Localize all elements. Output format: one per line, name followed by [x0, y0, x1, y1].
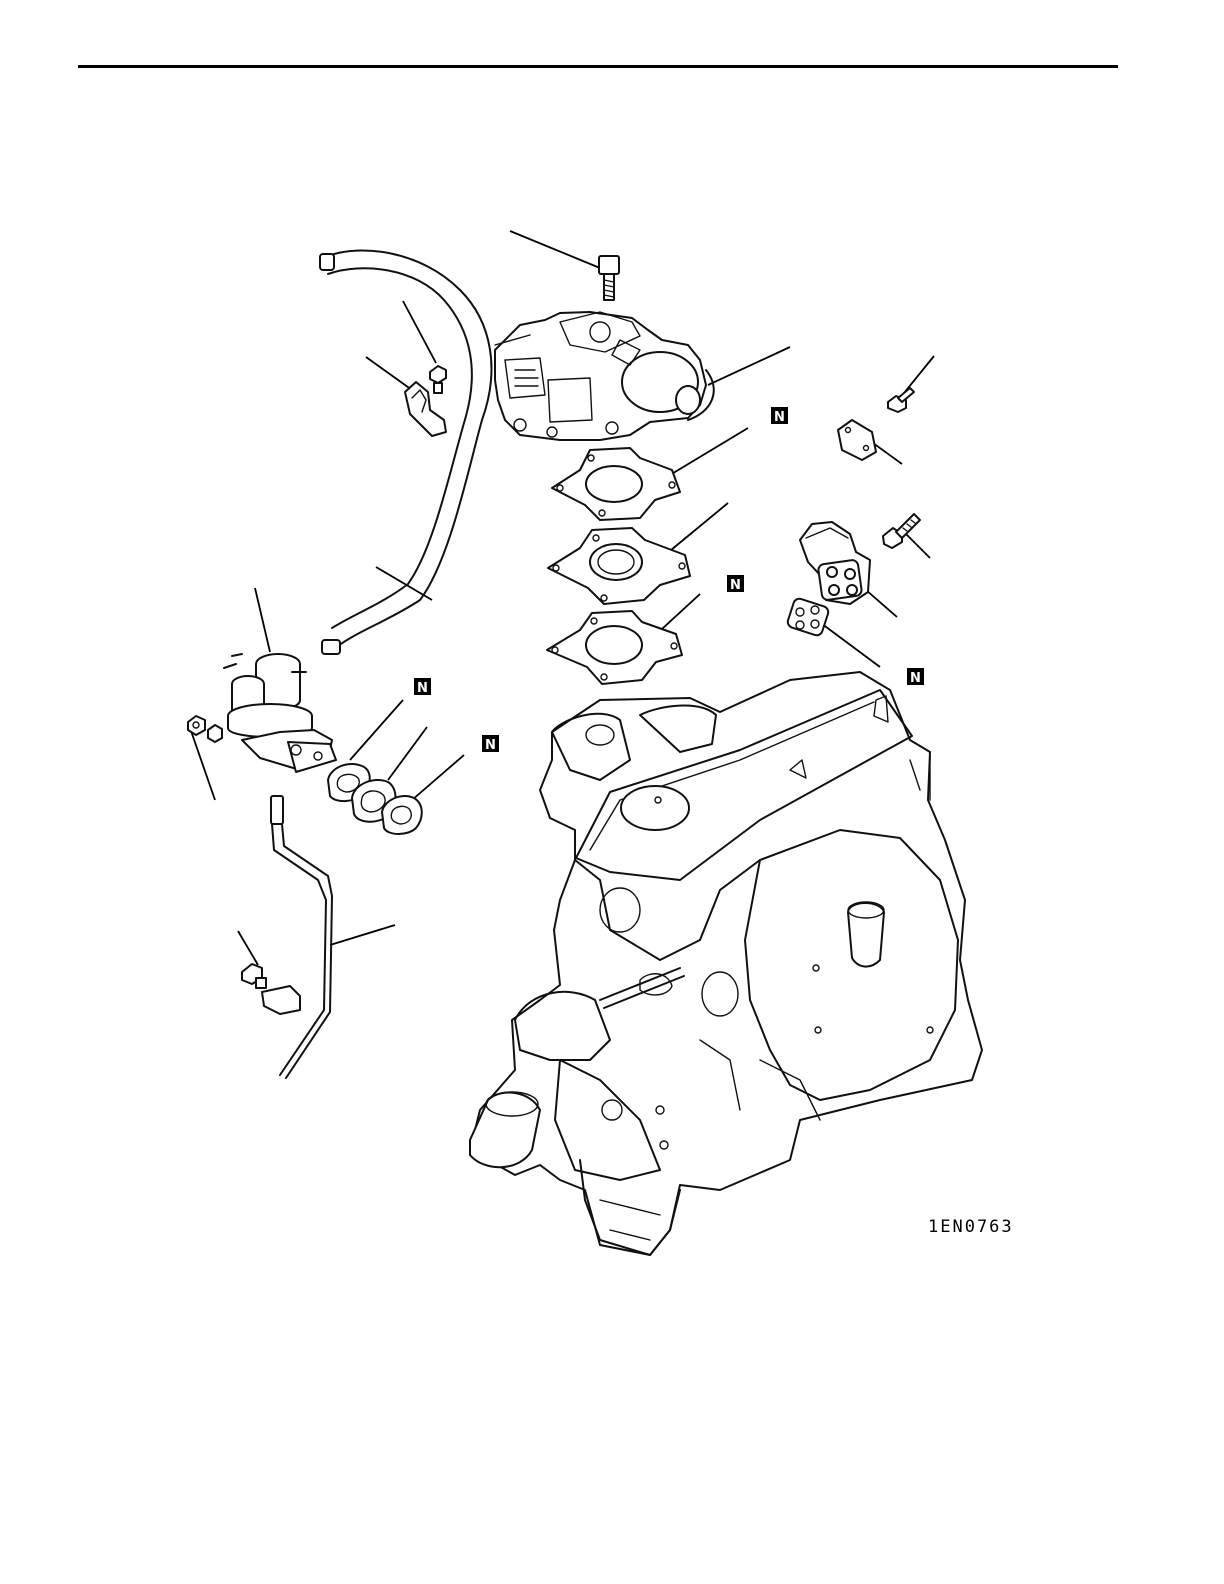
- leader-carburetor-gasket: [665, 428, 748, 478]
- cover: [838, 420, 876, 460]
- fuel-hose: [320, 250, 491, 654]
- badge-label: N: [730, 578, 741, 593]
- leader-insulator: [388, 727, 427, 780]
- figure-code: 1EN0763: [928, 1217, 1014, 1237]
- leader-bracket-bolt: [403, 301, 436, 363]
- badge-label: N: [485, 738, 496, 753]
- new-part-badge: N: [727, 575, 744, 593]
- spacer-gasket: [547, 611, 682, 684]
- leader-spacer: [665, 503, 728, 555]
- leader-carburetor-bolt: [510, 231, 600, 268]
- fuel-pump: [224, 654, 336, 772]
- new-part-badge: N: [482, 735, 499, 753]
- leader-dipstick-bolt: [238, 931, 258, 965]
- dipstick-bolt: [242, 964, 266, 988]
- fuel-pump-gasket-2: [382, 796, 422, 834]
- egr-gasket: [786, 597, 830, 637]
- carburetor-bolt: [599, 256, 619, 300]
- egr-valve: [800, 522, 870, 604]
- carburetor-gasket: [552, 448, 680, 520]
- spacer: [548, 528, 690, 604]
- new-part-badge: N: [771, 407, 788, 425]
- carburetor: [495, 312, 714, 440]
- bracket-bolt: [430, 366, 446, 393]
- leader-oil-dipstick-guide: [330, 925, 395, 945]
- badge-label: N: [774, 410, 785, 425]
- leader-fuel-pump-gasket-2: [412, 755, 464, 800]
- badge-label: N: [910, 671, 921, 686]
- oil-dipstick-guide: [262, 796, 332, 1078]
- leader-hose-clamp-bracket: [366, 357, 412, 390]
- leader-fuel-pump: [255, 588, 270, 652]
- badge-label: N: [417, 681, 428, 696]
- leader-carburetor: [708, 347, 790, 385]
- leader-fuel-pump-gasket: [350, 700, 403, 760]
- new-part-badge: N: [414, 678, 431, 696]
- engine-block: [470, 672, 982, 1255]
- leader-egr-bolt: [904, 532, 930, 558]
- new-part-badge: N: [907, 668, 924, 686]
- cover-bolt: [888, 388, 914, 412]
